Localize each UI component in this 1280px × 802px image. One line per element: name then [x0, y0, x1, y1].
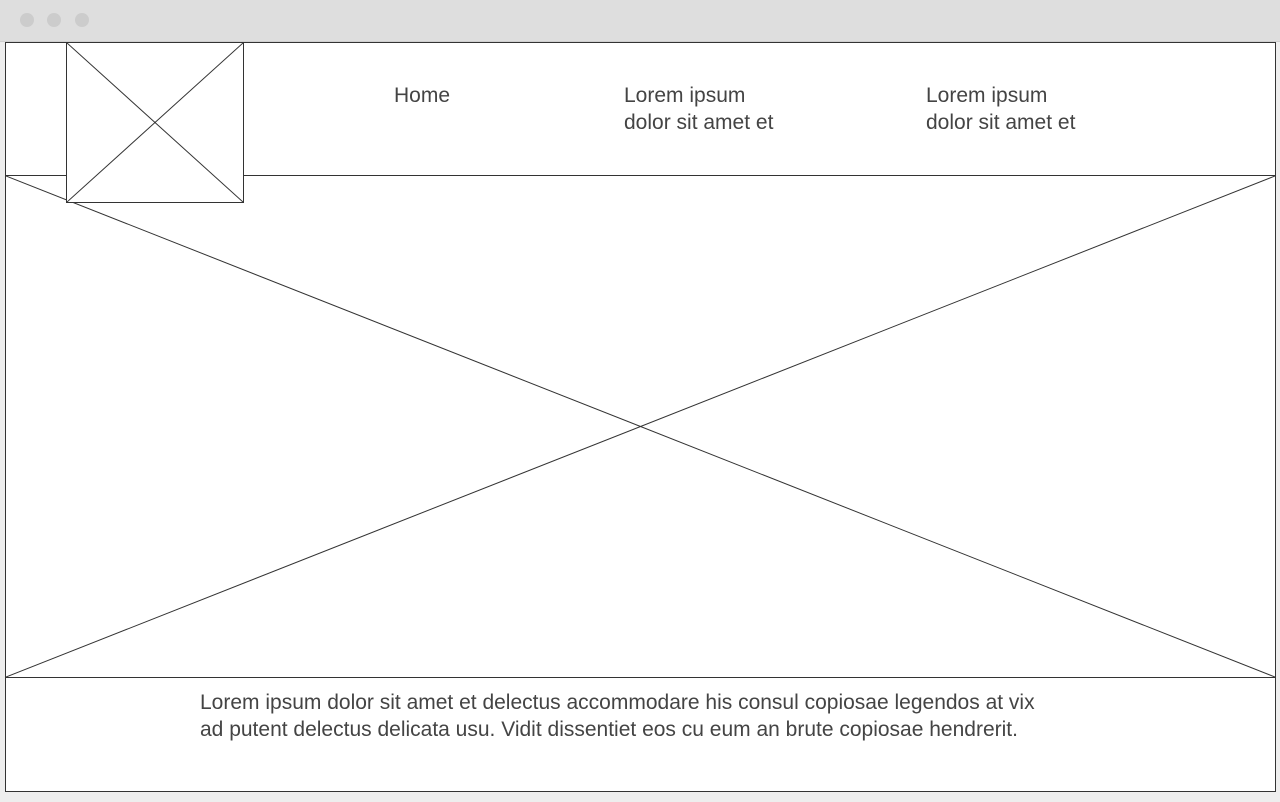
wireframe-page: Home Lorem ipsum dolor sit amet et Lorem… — [5, 42, 1276, 792]
window-maximize-dot[interactable] — [75, 13, 89, 27]
image-placeholder-icon — [6, 176, 1275, 677]
image-placeholder-icon — [67, 43, 243, 202]
footer-text: Lorem ipsum dolor sit amet et delectus a… — [200, 691, 1035, 741]
window-close-dot[interactable] — [20, 13, 34, 27]
footer: Lorem ipsum dolor sit amet et delectus a… — [6, 677, 1275, 791]
window-minimize-dot[interactable] — [47, 13, 61, 27]
title-bar — [0, 0, 1280, 42]
nav-link-3[interactable]: Lorem ipsum dolor sit amet et — [926, 84, 1076, 134]
hero-image-placeholder — [6, 176, 1275, 677]
nav-link-2[interactable]: Lorem ipsum dolor sit amet et — [624, 84, 774, 134]
logo-placeholder[interactable] — [66, 42, 244, 203]
nav-home-link[interactable]: Home — [394, 84, 451, 107]
